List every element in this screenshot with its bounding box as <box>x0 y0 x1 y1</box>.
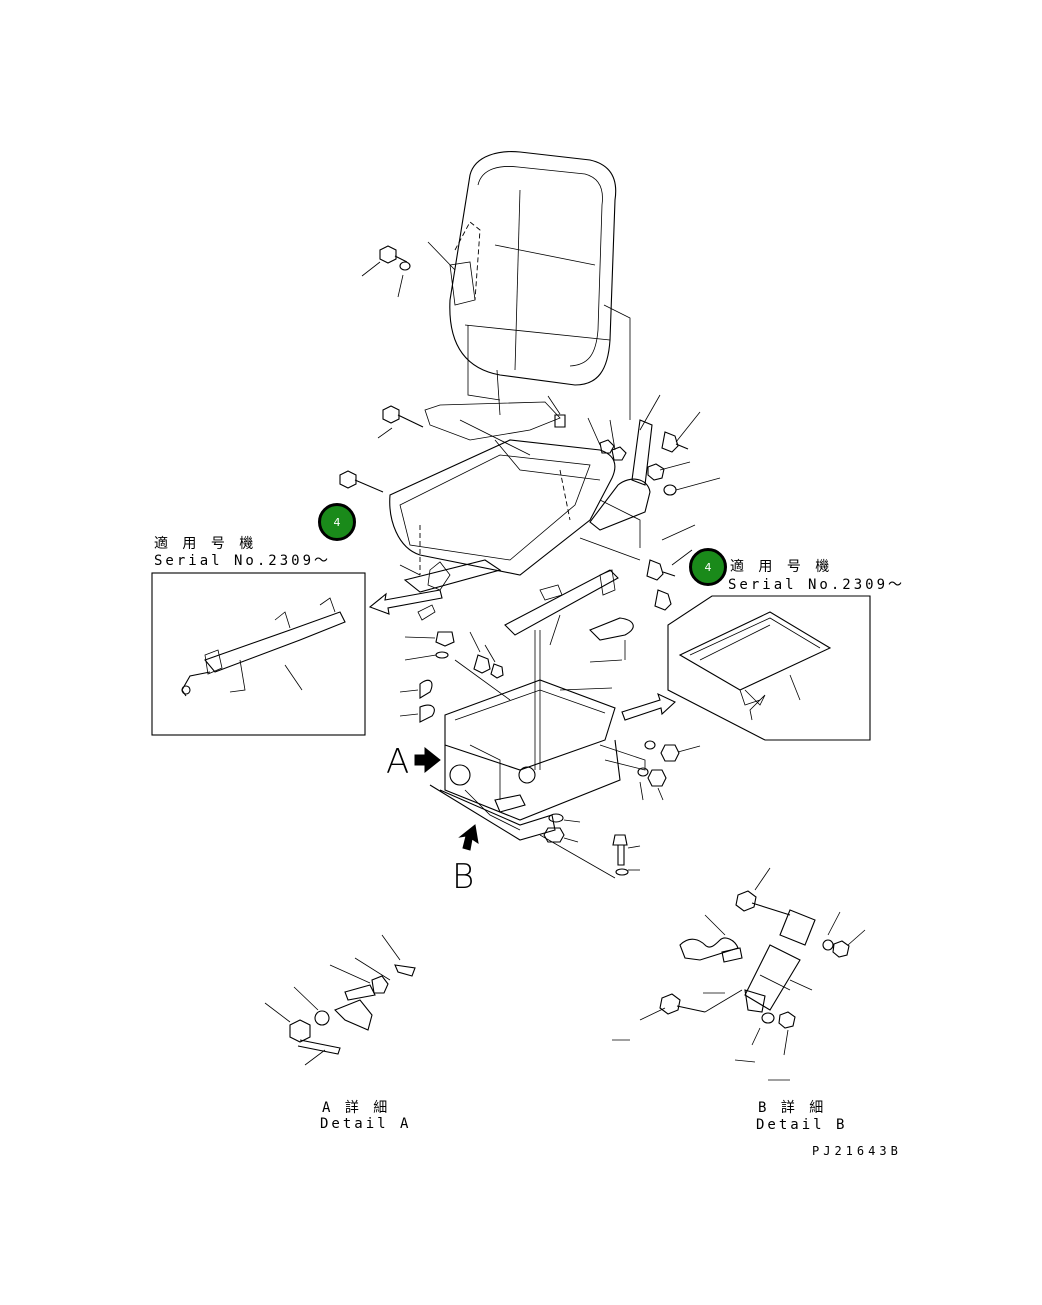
base-right-parts <box>539 740 701 879</box>
slide-rails <box>399 559 634 770</box>
detail-a-jp: A 詳 細 <box>322 1100 391 1116</box>
inset-right <box>667 595 871 741</box>
serial-right-jp: 適 用 号 機 <box>730 559 833 575</box>
callout-4-left-label: 4 <box>333 515 341 529</box>
detail-b-jp: B 詳 細 <box>758 1100 827 1116</box>
back-fasteners <box>361 241 456 298</box>
slide-arrows <box>368 589 676 721</box>
base-left-parts <box>399 631 623 723</box>
detail-b-en: Detail B <box>756 1117 848 1133</box>
callout-4-left[interactable]: 4 <box>318 503 356 541</box>
inset-left <box>151 572 366 736</box>
seat-cushion <box>389 401 616 576</box>
serial-left-jp: 適 用 号 機 <box>154 536 257 552</box>
drawing-number: PJ21643B <box>812 1144 902 1158</box>
serial-left-en: Serial No.2309～ <box>154 553 332 569</box>
detail-a-sketch <box>264 934 416 1066</box>
side-bracket <box>579 394 696 611</box>
suspension-base <box>429 659 646 841</box>
detail-b-sketch <box>612 867 866 1081</box>
cushion-fasteners <box>339 369 721 496</box>
view-marker-b: B <box>452 857 475 897</box>
callout-4-right-label: 4 <box>704 560 712 574</box>
detail-a-en: Detail A <box>320 1116 412 1132</box>
view-marker-a: A <box>386 742 410 782</box>
seat-back <box>449 151 631 420</box>
serial-right-en: Serial No.2309～ <box>728 577 906 593</box>
view-arrows <box>414 746 479 851</box>
callout-4-right[interactable]: 4 <box>689 548 727 586</box>
